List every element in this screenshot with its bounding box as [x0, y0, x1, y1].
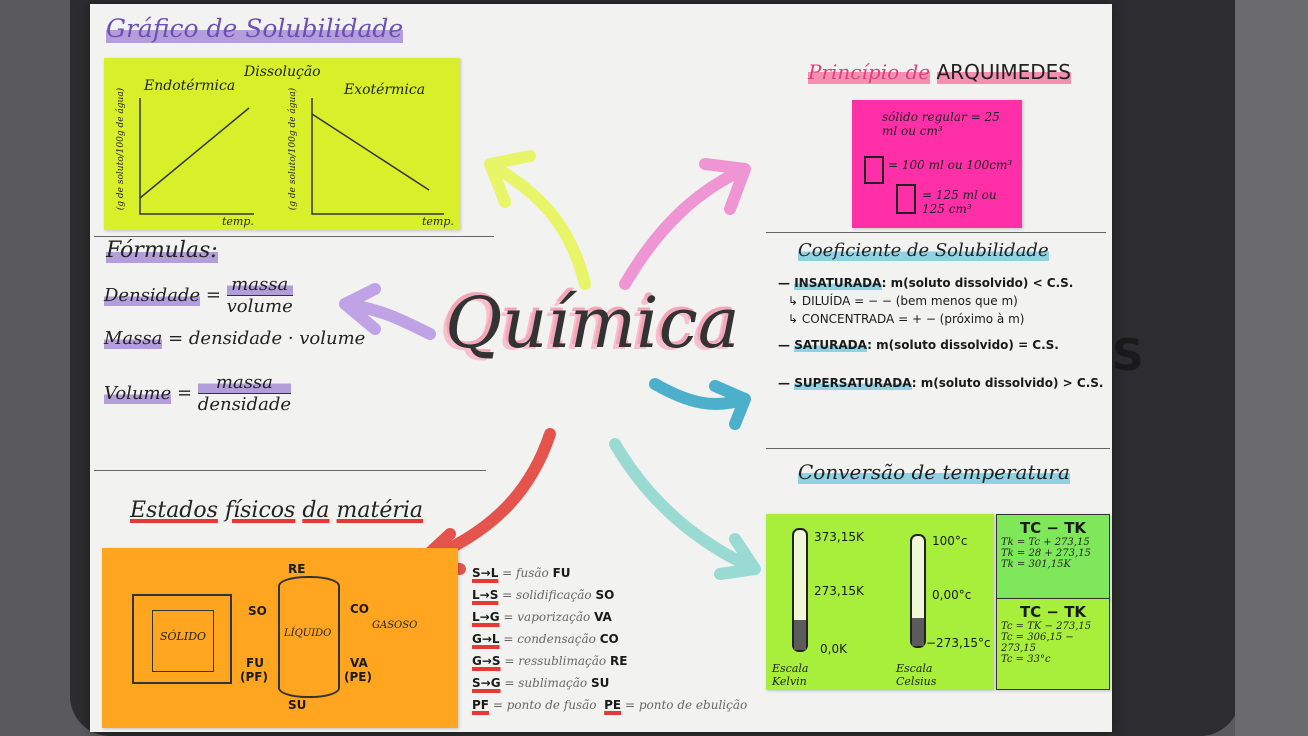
- temperature-title: Conversão de temperatura: [798, 460, 1070, 484]
- exothermic-label: Exotérmica: [344, 82, 426, 98]
- box1-line: Tk = 301,15K: [1001, 559, 1071, 570]
- exo-x-axis: temp.: [422, 215, 454, 228]
- center-title: Química: [445, 282, 740, 364]
- divider: [766, 232, 1106, 233]
- va-label: VA: [350, 656, 368, 670]
- coefficient-row: — INSATURADA: m(soluto dissolvido) < C.S…: [778, 276, 1074, 290]
- arrow-yellow: [484, 150, 591, 290]
- solubility-title: Gráfico de Solubilidade: [106, 14, 404, 43]
- su-label: SU: [288, 698, 307, 712]
- box2-line: Tc = TK − 273,15: [1001, 621, 1092, 632]
- box2-line: Tc = 306,15 − 273,15: [1001, 632, 1074, 654]
- celsius-top: 100°c: [932, 534, 968, 548]
- exo-y-axis: (g de soluto/100g de água): [288, 87, 299, 211]
- formula-mass: Massa = densidade · volume: [104, 328, 366, 349]
- pe-label: (PE): [344, 670, 372, 684]
- endo-y-axis: (g de soluto/100g de água): [116, 87, 127, 211]
- arrow-blue: [649, 378, 751, 430]
- formula-density: Densidade = massa volume: [104, 274, 293, 317]
- fu-label: FU: [246, 656, 264, 670]
- box1-title: TC − TK: [1019, 519, 1087, 537]
- transitions-list: S→L = fusão FU L→S = solidificação SO L→…: [472, 566, 747, 720]
- archimedes-line3: = 125 ml ou 125 cm³: [922, 188, 997, 216]
- beaker-icon: [864, 156, 884, 184]
- liquid-cylinder: LÍQUIDO: [278, 576, 340, 698]
- divider: [94, 236, 494, 237]
- conversion-box-1: TC − TK Tk = Tc + 273,15 Tk = 28 + 273,1…: [996, 514, 1110, 600]
- coefficient-title: Coeficiente de Solubilidade: [798, 240, 1049, 261]
- archimedes-line1: sólido regular = 25 ml ou cm³: [882, 110, 1000, 138]
- transition-row: G→L = condensação CO: [472, 632, 619, 646]
- re-label: RE: [288, 562, 306, 576]
- celsius-bot: −273,15°c: [926, 636, 991, 650]
- celsius-mid: 0,00°c: [932, 588, 972, 602]
- kelvin-top: 373,15K: [814, 530, 864, 544]
- divider: [766, 448, 1110, 449]
- transition-row: L→G = vaporização VA: [472, 610, 612, 624]
- arrow-teal: [609, 438, 761, 580]
- solid-cube: SÓLIDO: [132, 594, 232, 684]
- pf-label: (PF): [240, 670, 268, 684]
- coefficient-row: ↳ DILUÍDA = − − (bem menos que m): [788, 294, 1018, 308]
- divider: [94, 470, 486, 471]
- so-label: SO: [248, 604, 267, 618]
- mind-map-paper: Química Gráfico de Solubilidade Endotérm…: [90, 4, 1112, 732]
- transition-row: S→G = sublimação SU: [472, 676, 610, 690]
- states-title: Estados físicos da matéria: [130, 498, 424, 523]
- kelvin-scale: Escala Kelvin: [772, 662, 809, 688]
- arrow-pink: [619, 158, 751, 290]
- archimedes-title: Princípio de ARQUIMEDES: [808, 60, 1071, 84]
- archimedes-note: sólido regular = 25 ml ou cm³ = 100 ml o…: [852, 100, 1022, 228]
- coefficient-row: ↳ CONCENTRADA = + − (próximo à m): [788, 312, 1025, 326]
- kelvin-thermometer: [792, 528, 808, 652]
- transition-row: L→S = solidificação SO: [472, 588, 615, 602]
- coefficient-list: — INSATURADA: m(soluto dissolvido) < C.S…: [778, 276, 1108, 394]
- solubility-plots: [139, 98, 444, 215]
- side-letter: S: [1112, 330, 1144, 381]
- conversion-box-2: TC − TK Tc = TK − 273,15 Tc = 306,15 − 2…: [996, 598, 1110, 690]
- transition-row: S→L = fusão FU: [472, 566, 571, 580]
- coefficient-row: — SATURADA: m(soluto dissolvido) = C.S.: [778, 338, 1059, 352]
- states-note: SÓLIDO LÍQUIDO GASOSO RE SO CO FU (PF) V…: [102, 548, 458, 728]
- box1-line: Tk = Tc + 273,15: [1001, 537, 1090, 548]
- endothermic-label: Endotérmica: [144, 78, 236, 94]
- gas-label: GASOSO: [372, 620, 418, 631]
- arrow-purple: [339, 283, 436, 340]
- celsius-scale: Escala Celsius: [896, 662, 937, 688]
- archimedes-line2: = 100 ml ou 100cm³: [888, 158, 1013, 172]
- celsius-thermometer: [910, 534, 926, 648]
- solubility-note: Endotérmica Dissolução Exotérmica (g de …: [104, 58, 460, 230]
- solid-label: SÓLIDO: [160, 630, 207, 643]
- box1-line: Tk = 28 + 273,15: [1001, 548, 1091, 559]
- box2-title: TC − TK: [1019, 603, 1087, 621]
- dissolution-label: Dissolução: [244, 64, 321, 80]
- endo-x-axis: temp.: [222, 215, 254, 228]
- formulas-title: Fórmulas:: [106, 238, 218, 263]
- background-right: [1235, 0, 1308, 736]
- box2-line: Tc = 33°c: [1001, 654, 1051, 665]
- beaker-with-solid-icon: [896, 184, 916, 214]
- formula-volume: Volume = massa densidade: [104, 372, 291, 415]
- liquid-label: LÍQUIDO: [284, 628, 332, 639]
- boiling-melting-row: PF = ponto de fusão PE = ponto de ebuliç…: [472, 698, 748, 712]
- kelvin-bot: 0,0K: [820, 642, 847, 656]
- co-label: CO: [350, 602, 370, 616]
- temperature-note: 373,15K 273,15K 0,0K Escala Kelvin 100°c…: [766, 514, 994, 690]
- coefficient-row: — SUPERSATURADA: m(soluto dissolvido) > …: [778, 376, 1104, 390]
- kelvin-mid: 273,15K: [814, 584, 864, 598]
- transition-row: G→S = ressublimação RE: [472, 654, 628, 668]
